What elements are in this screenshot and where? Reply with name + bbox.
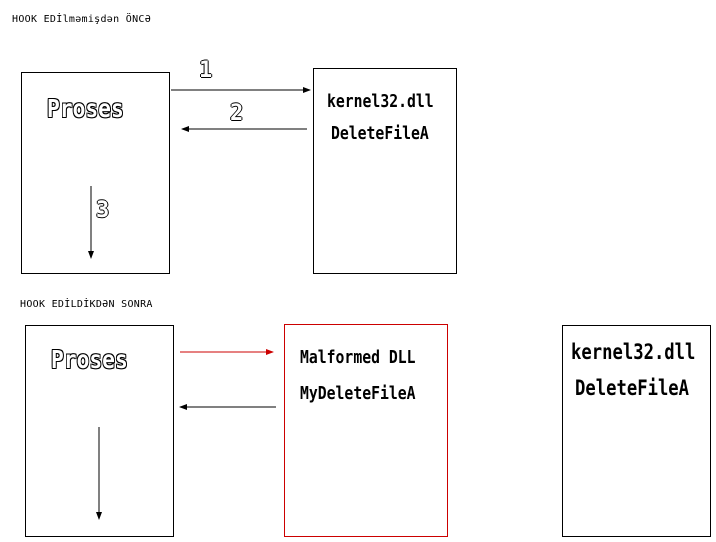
kernel32-dll-label-after: kernel32.dll: [571, 340, 696, 364]
mydeletefilea-label: MyDeleteFileA: [300, 383, 416, 404]
process-label-before: Proses: [47, 94, 124, 123]
kernel32-box-after: [562, 325, 711, 537]
malformed-dll-box: [284, 324, 448, 537]
step-number-3: 3: [96, 198, 110, 223]
step-number-2: 2: [230, 101, 244, 126]
step-number-1: 1: [199, 58, 213, 83]
malformed-dll-label: Malformed DLL: [300, 347, 416, 368]
process-label-after: Proses: [51, 345, 128, 374]
section-title-after: HOOK EDİLDİKDƏN SONRA: [20, 299, 153, 310]
section-title-before: HOOK EDİlməmişdən ÖNCƏ: [12, 14, 152, 25]
deletefilea-label-after: DeleteFileA: [575, 376, 690, 400]
kernel32-box-before: [313, 68, 457, 274]
process-box-before: [21, 72, 170, 274]
kernel32-dll-label-before: kernel32.dll: [327, 91, 434, 112]
deletefilea-label-before: DeleteFileA: [331, 123, 429, 144]
